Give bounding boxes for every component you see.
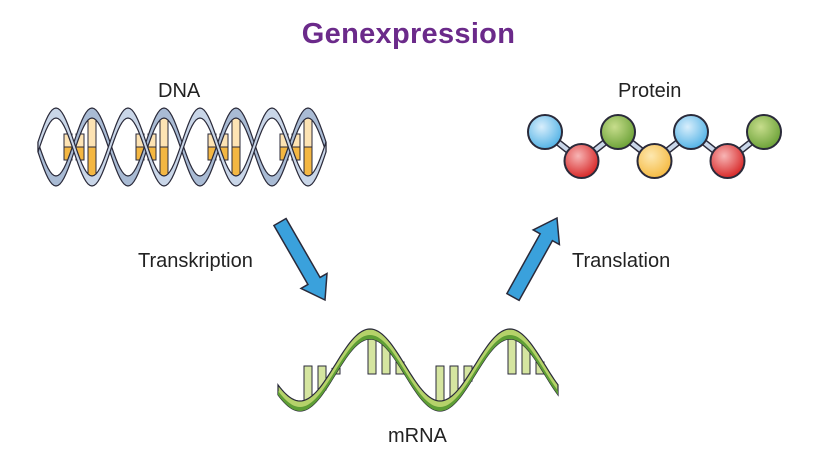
dna-backbone-strand bbox=[37, 107, 327, 187]
dna-base-pair bbox=[303, 116, 313, 148]
dna-base-pair bbox=[159, 116, 169, 148]
dna-base-pair bbox=[87, 116, 97, 148]
dna-base-pair bbox=[303, 146, 313, 178]
amino-acid-green bbox=[746, 114, 782, 150]
dna-double-helix bbox=[37, 107, 327, 187]
amino-acid-blue bbox=[527, 114, 563, 150]
mrna-strand bbox=[277, 328, 559, 412]
mrna-base bbox=[435, 365, 445, 407]
amino-acid-blue bbox=[673, 114, 709, 150]
amino-acid-green bbox=[600, 114, 636, 150]
translation-arrow-icon bbox=[505, 216, 561, 302]
dna-base-pair bbox=[159, 146, 169, 178]
dna-base-pair bbox=[231, 146, 241, 178]
protein-label: Protein bbox=[618, 80, 682, 102]
mrna-backbone-shade bbox=[278, 335, 558, 411]
diagram-title: Genexpression bbox=[301, 18, 516, 50]
mrna-label: mRNA bbox=[388, 425, 447, 447]
arrow-shape bbox=[505, 216, 561, 302]
transcription-label: Transkription bbox=[138, 250, 253, 272]
translation-label: Translation bbox=[572, 250, 671, 272]
transcription-arrow-icon bbox=[272, 217, 328, 302]
dna-base-pair bbox=[231, 116, 241, 148]
dna-label: DNA bbox=[158, 80, 201, 102]
dna-base-pair bbox=[87, 146, 97, 178]
amino-acid-red bbox=[709, 143, 746, 179]
amino-acid-yellow bbox=[636, 143, 673, 179]
protein-chain bbox=[527, 114, 782, 179]
amino-acid-red bbox=[563, 143, 600, 179]
arrow-shape bbox=[272, 217, 328, 302]
